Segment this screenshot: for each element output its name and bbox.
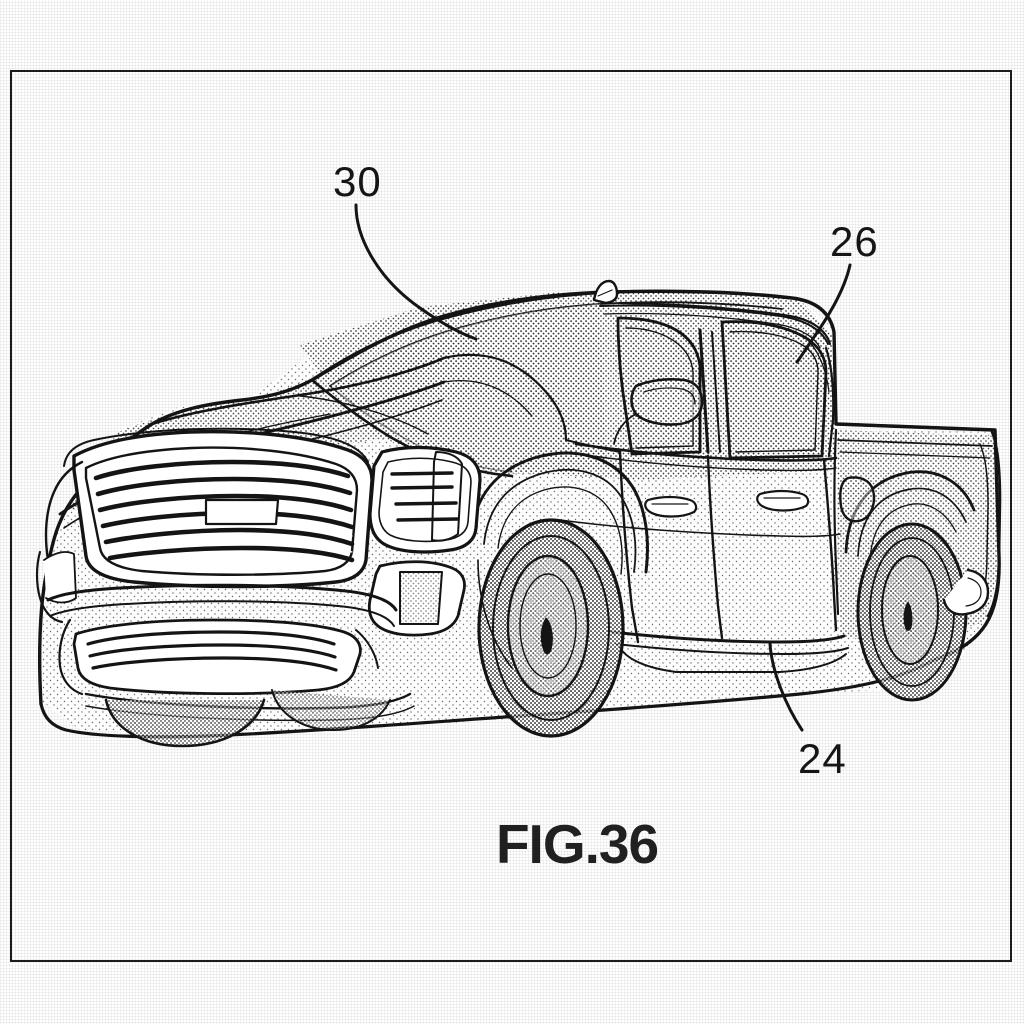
figure-border <box>10 70 1012 962</box>
reference-numeral-26: 26 <box>830 218 879 265</box>
figure-caption: FIG.36 <box>495 813 659 875</box>
reference-numeral-24: 24 <box>798 735 847 782</box>
reference-numeral-30: 30 <box>333 158 382 205</box>
